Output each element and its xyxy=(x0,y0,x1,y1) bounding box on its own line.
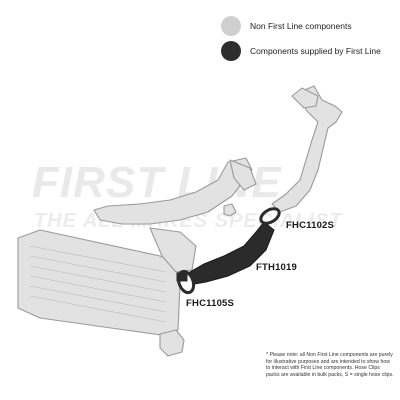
intercooler-body xyxy=(17,229,181,337)
bottom-fitting xyxy=(159,329,185,357)
intercooler-fins xyxy=(29,245,167,323)
legend-first-line-label: Components supplied by First Line xyxy=(250,46,381,56)
legend-non-first-line-label: Non First Line components xyxy=(250,21,352,31)
label-clip-top: FHC1102S xyxy=(286,220,335,231)
label-hose: FTH1019 xyxy=(256,262,298,273)
label-clip-bottom: FHC1105S xyxy=(186,298,235,309)
disclaimer-note: * Please note: all Non First Line compon… xyxy=(266,352,394,378)
legend-grey-swatch xyxy=(221,16,241,36)
legend-first-line: Components supplied by First Line xyxy=(221,41,381,61)
intercooler-end-tank xyxy=(149,227,197,273)
legend-non-first-line: Non First Line components xyxy=(221,16,352,36)
duct-connector xyxy=(229,159,257,191)
clip-fhc1105s xyxy=(176,269,196,295)
upper-pipe-flange xyxy=(291,87,319,109)
upper-intake-pipe xyxy=(271,85,343,213)
legend-black-swatch xyxy=(221,41,241,61)
sensor-plug xyxy=(223,203,237,217)
clip-fhc1102s xyxy=(259,207,281,225)
hose-fth1019 xyxy=(189,221,275,285)
